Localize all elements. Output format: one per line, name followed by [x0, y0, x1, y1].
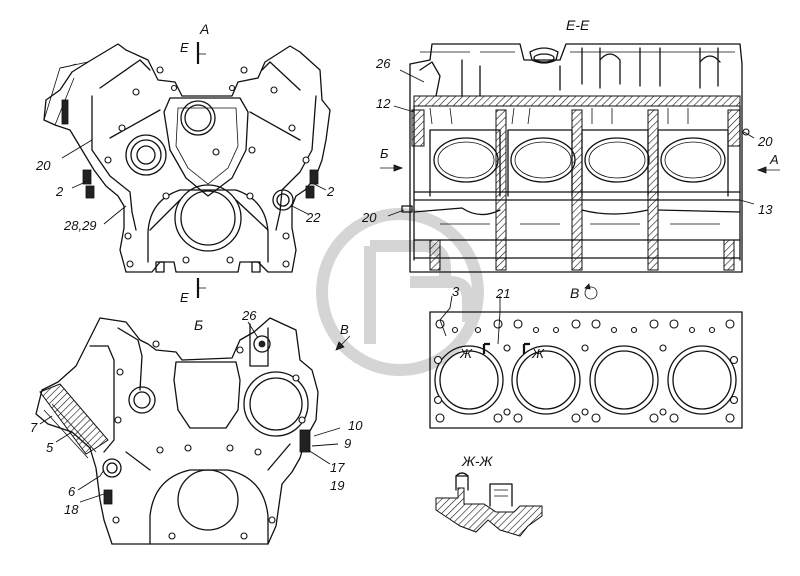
section-e-bottom-mark: Е [180, 290, 189, 305]
callout-9: 9 [344, 436, 351, 451]
callout-18: 18 [64, 502, 79, 517]
callout-10: 10 [348, 418, 363, 433]
view-b-rear-block [35, 317, 341, 545]
callout-13: 13 [758, 202, 773, 217]
callout-2-right: 2 [326, 184, 335, 199]
callout-2-left: 2 [55, 184, 64, 199]
view-v-gasket-face [429, 295, 743, 429]
view-a-front-block [43, 43, 331, 273]
callout-20-ee-right: 20 [757, 134, 773, 149]
callout-28-29: 28,29 [63, 218, 97, 233]
callout-3: 3 [452, 284, 460, 299]
arrow-v-label: В [340, 322, 349, 337]
callout-5: 5 [46, 440, 54, 455]
callout-7: 7 [30, 420, 38, 435]
arrow-a-label: А [769, 152, 779, 167]
callout-20-ee-left: 20 [361, 210, 377, 225]
section-zhzh-detail [435, 472, 543, 537]
section-ee-block [387, 43, 755, 273]
view-v-title: В [570, 285, 579, 301]
arrow-icon [335, 335, 351, 351]
section-zh-mark-left: Ж [459, 346, 473, 361]
callout-6: 6 [68, 484, 76, 499]
view-a-title: А [199, 21, 209, 37]
callout-20-view-a: 20 [35, 158, 51, 173]
section-zhzh-title: Ж-Ж [461, 453, 494, 469]
gasket-bolt-holes [433, 319, 739, 423]
callout-17: 17 [330, 460, 345, 475]
rotation-circle-arrow-icon [584, 283, 598, 300]
callout-22: 22 [305, 210, 321, 225]
arrow-a-indicator [756, 166, 780, 174]
callout-21: 21 [495, 286, 510, 301]
section-marks-e [196, 42, 206, 298]
arrow-b-indicator [380, 164, 404, 172]
arrow-b-label: Б [380, 146, 389, 161]
callout-26-view-b: 26 [241, 308, 257, 323]
callout-26-ee: 26 [375, 56, 391, 71]
section-zh-mark-right: Ж [531, 346, 545, 361]
logo-watermark-icon [316, 208, 484, 376]
view-b-title: Б [194, 317, 203, 333]
callout-12: 12 [376, 96, 391, 111]
callout-19: 19 [330, 478, 344, 493]
section-e-top-mark: Е [180, 40, 189, 55]
section-ee-title: Е-Е [566, 17, 590, 33]
